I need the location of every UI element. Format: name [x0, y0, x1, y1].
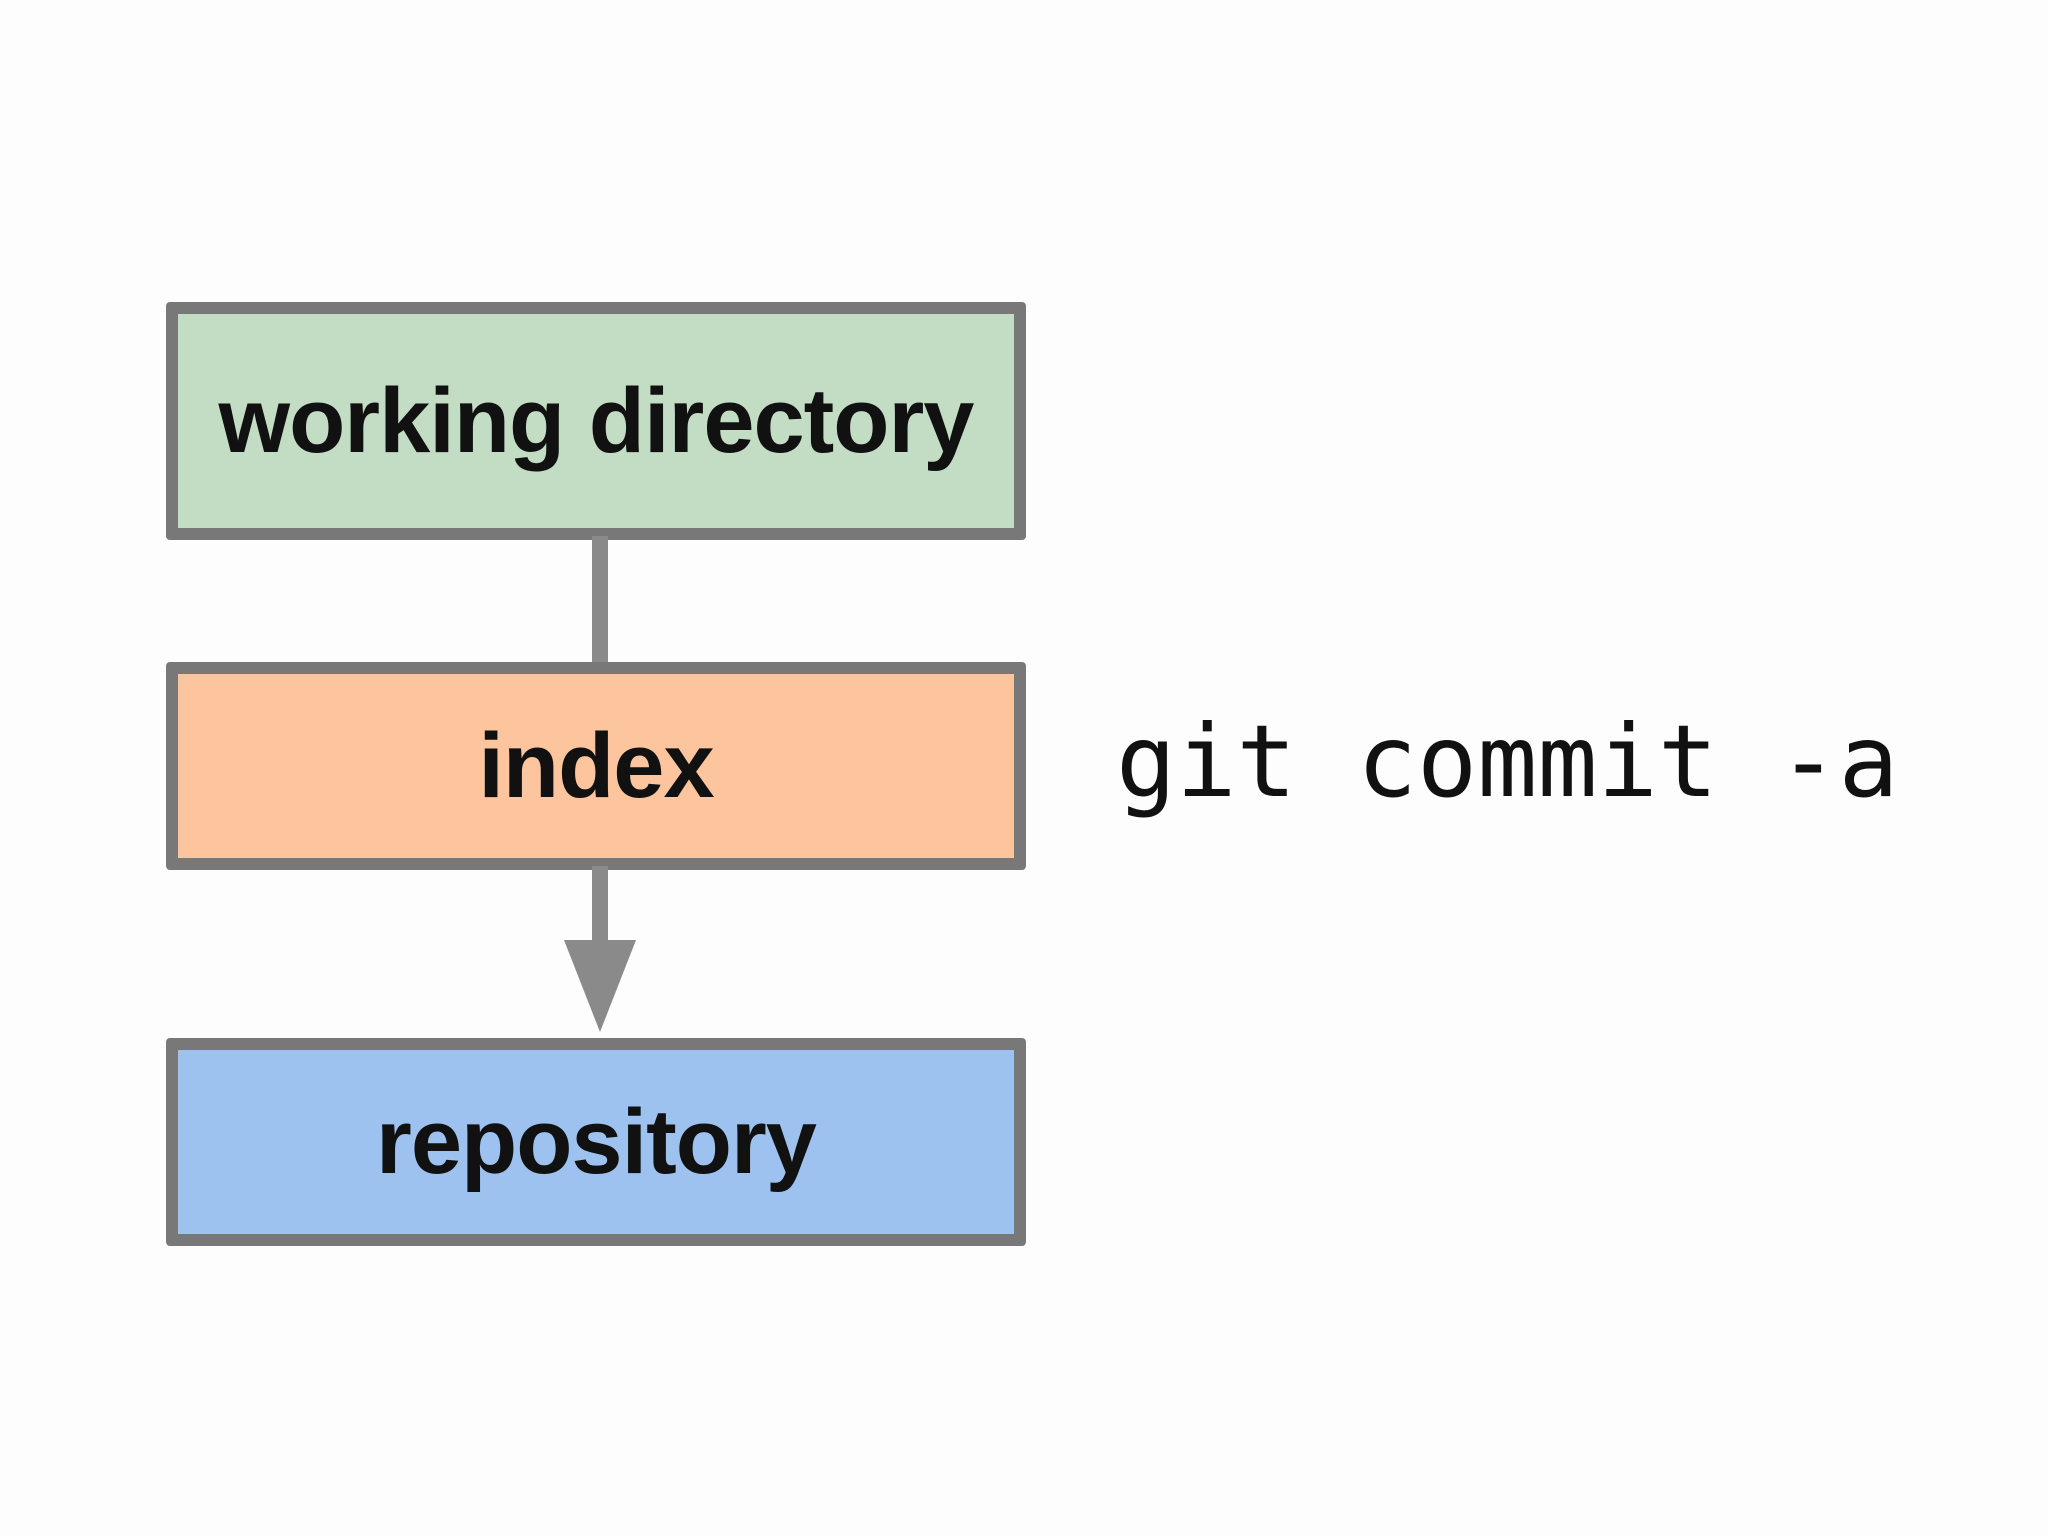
- index-label: index: [478, 715, 714, 817]
- git-command-text: git commit -a: [1116, 703, 1899, 820]
- repository-box: repository: [166, 1038, 1026, 1246]
- connector-line-index-to-repository: [592, 866, 608, 942]
- repository-label: repository: [376, 1091, 817, 1193]
- working-directory-box: working directory: [166, 302, 1026, 540]
- index-box: index: [166, 662, 1026, 870]
- arrow-down-icon: [564, 940, 636, 1032]
- working-directory-label: working directory: [218, 370, 975, 472]
- connector-line-working-to-index: [592, 536, 608, 666]
